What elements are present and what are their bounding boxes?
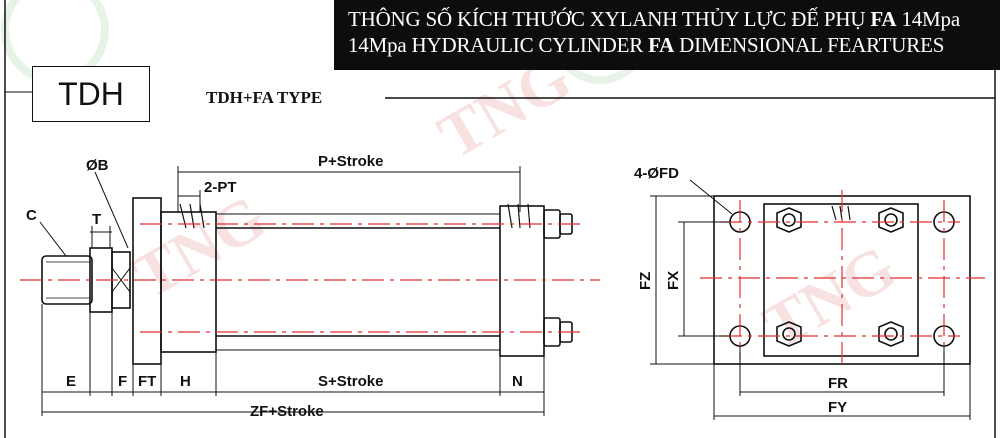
label-s-stroke: S+Stroke (318, 373, 383, 390)
tie-rod-nut-face (776, 321, 802, 347)
label-zf-stroke: ZF+Stroke (250, 403, 324, 420)
label-p-stroke: P+Stroke (318, 153, 383, 170)
front-centerlines (700, 190, 985, 370)
side-dimension-lines (39, 166, 545, 416)
label-fy: FY (828, 399, 847, 416)
side-view (41, 197, 573, 365)
side-centerlines (20, 223, 600, 333)
watermark-text: TNG (122, 181, 278, 312)
label-4-fd: 4-ØFD (634, 165, 679, 182)
label-e: E (66, 373, 76, 390)
title-vietnamese: THÔNG SỐ KÍCH THƯỚC XYLANH THỦY LỰC ĐẾ P… (348, 7, 960, 31)
title-english: 14Mpa HYDRAULIC CYLINDER FA DIMENSIONAL … (348, 33, 945, 57)
title-banner: THÔNG SỐ KÍCH THƯỚC XYLANH THỦY LỰC ĐẾ P… (334, 0, 1000, 70)
rear-cover (499, 205, 545, 357)
label-n: N (512, 373, 523, 390)
port-face (831, 205, 851, 221)
label-fz: FZ (637, 272, 654, 290)
type-label: TDH+FA TYPE (206, 88, 323, 107)
label-ob: ØB (86, 157, 109, 174)
label-fx: FX (665, 271, 682, 290)
cylinder-cover-face (763, 203, 919, 357)
tie-rod-nut-face (776, 207, 802, 233)
tie-rod-nut-face (878, 321, 904, 347)
label-ft: FT (138, 373, 156, 390)
label-f: F (118, 373, 127, 390)
tie-rod-nut-face (878, 207, 904, 233)
front-dimension-lines (650, 179, 971, 420)
label-h: H (180, 373, 191, 390)
label-2-pt: 2-PT (204, 179, 237, 196)
label-c: C (26, 207, 37, 224)
label-t: T (92, 211, 101, 228)
label-fr: FR (828, 375, 848, 392)
head-cover (160, 211, 217, 353)
model-code-box: TDH (32, 66, 150, 122)
